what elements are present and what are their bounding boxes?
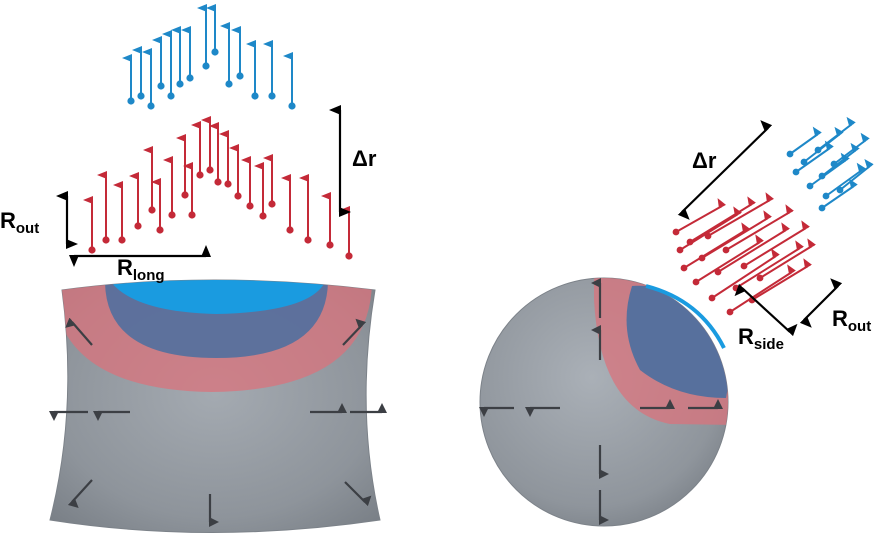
- red-momentum-arrows-right: [672, 192, 816, 316]
- delta-r-label-left: Δr: [352, 146, 377, 171]
- r-side-label: Rside: [738, 324, 784, 353]
- delta-r-arrow-right: [677, 120, 773, 220]
- dimension-arrows-left: [56, 105, 351, 267]
- r-out-label-right: Rout: [832, 306, 871, 335]
- r-out-arrow-right: [799, 278, 843, 328]
- delta-r-label-right: Δr: [692, 148, 717, 173]
- red-momentum-arrows-left: [83, 116, 353, 260]
- sphere-body: [479, 277, 729, 527]
- dimension-arrows-right: [677, 120, 843, 337]
- blue-cap: [108, 280, 325, 314]
- cylinder-flow-arrows: [49, 317, 387, 527]
- blue-momentum-arrows-right: [786, 116, 874, 212]
- r-side-arrow: [734, 283, 798, 337]
- cylinder-body: [49, 279, 381, 533]
- blue-momentum-arrows-left: [122, 4, 296, 110]
- blue-cap-sphere: [645, 284, 726, 349]
- r-out-label-left: Rout: [0, 208, 39, 237]
- sphere-flow-arrows: [479, 278, 723, 525]
- r-long-label: Rlong: [117, 255, 165, 284]
